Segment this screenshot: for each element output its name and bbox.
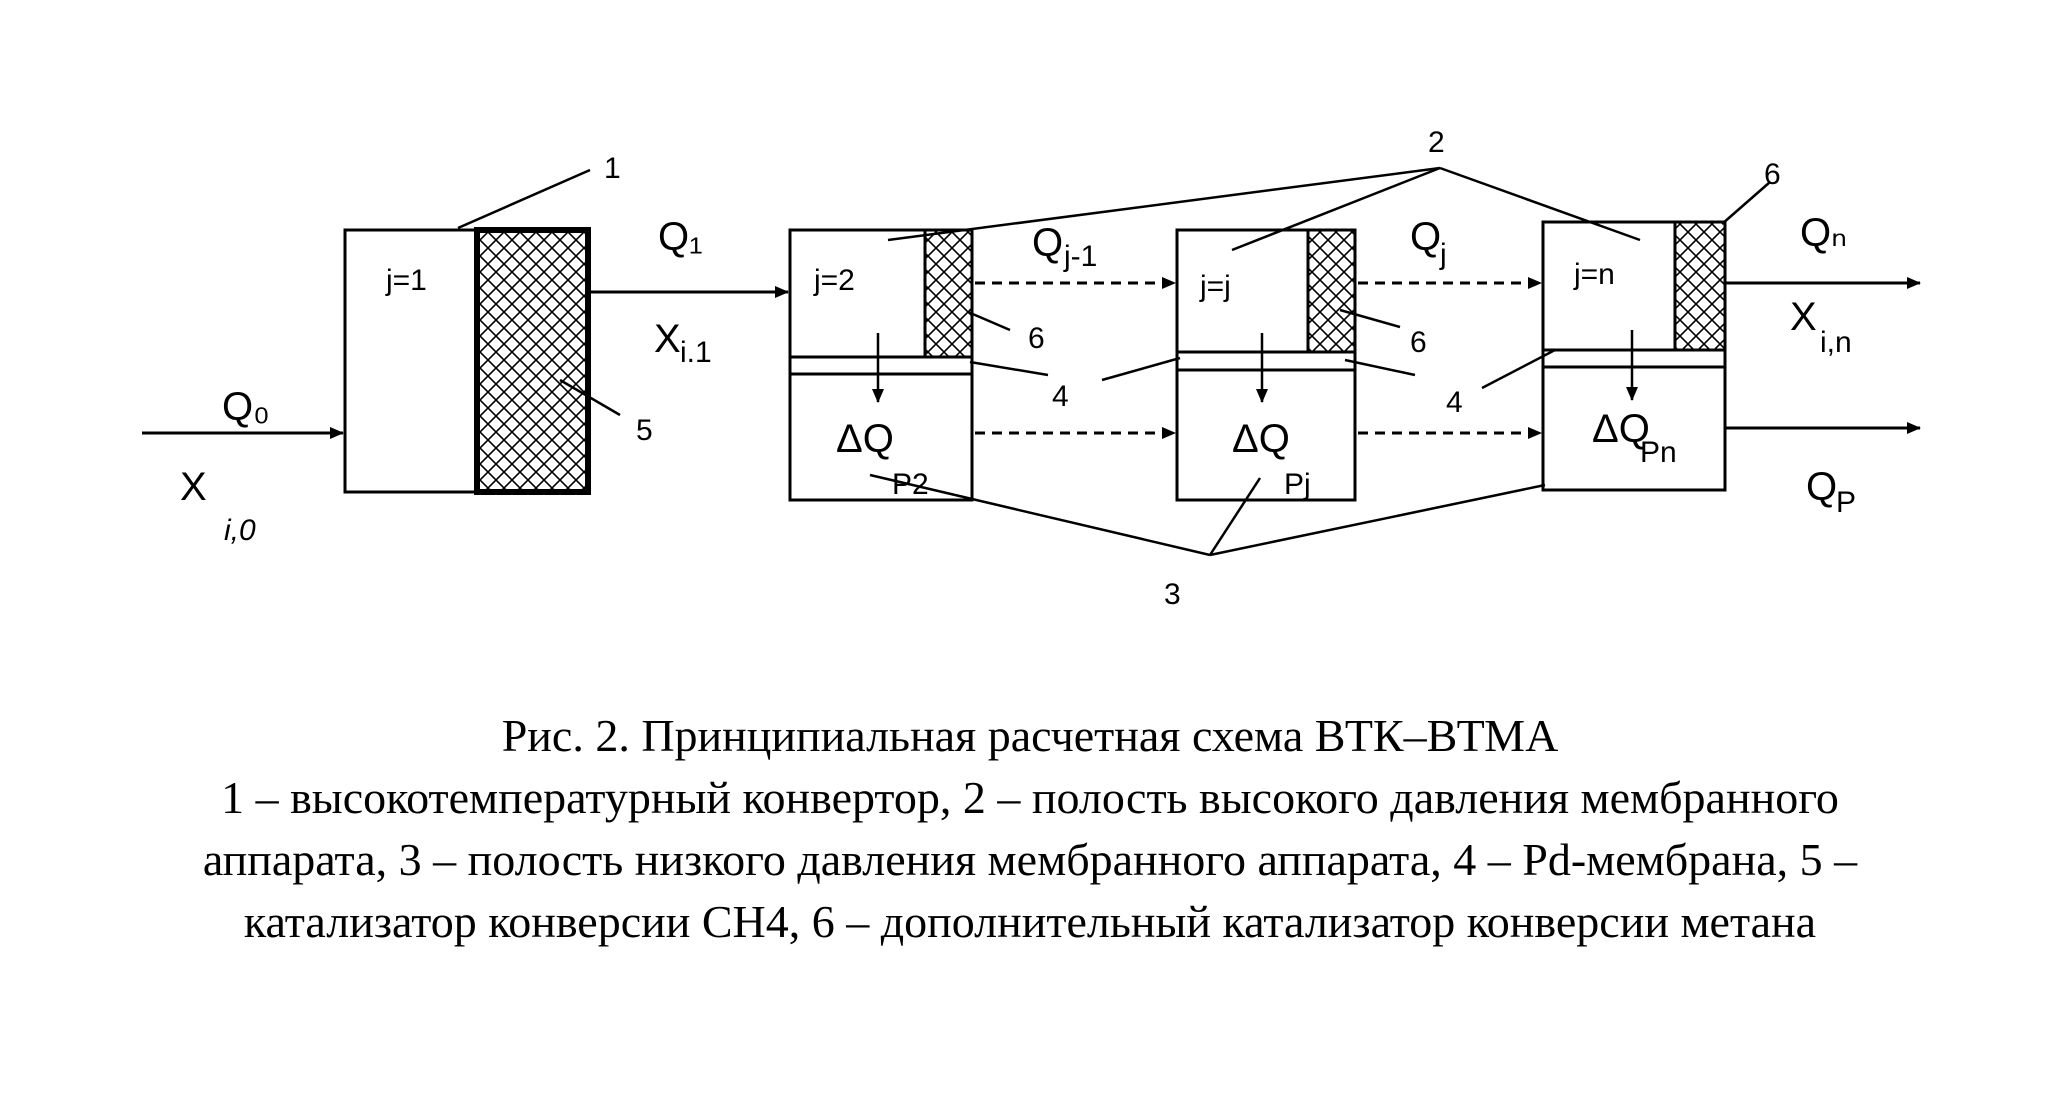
callout-1: 1 bbox=[604, 152, 621, 185]
x1-sub: i.1 bbox=[680, 336, 712, 369]
membrane-block-n: j=n ΔQ Pn bbox=[1541, 220, 1727, 492]
q0-label: Q₀ bbox=[222, 385, 270, 429]
block-n-label: j=n bbox=[1573, 258, 1615, 291]
catalyst-6-block-j bbox=[1306, 228, 1357, 354]
qj1-sub: j-1 bbox=[1063, 240, 1097, 273]
qn-label: Qₙ bbox=[1800, 211, 1847, 255]
callout-4-right: 4 bbox=[1446, 386, 1463, 419]
caption-line-2: аппарата, 3 – полость низкого давления м… bbox=[202, 834, 1858, 885]
xn-sub: i,n bbox=[1820, 326, 1852, 359]
membrane-block-j: j=j ΔQ Pj bbox=[1175, 228, 1357, 502]
block-j-label: j=j bbox=[1199, 270, 1231, 303]
callout-6-block-j: 6 bbox=[1410, 326, 1427, 359]
figure-caption: Рис. 2. Принципиальная расчетная схема В… bbox=[0, 705, 2060, 953]
callout-leaders bbox=[457, 166, 1771, 557]
q1-label: Q₁ bbox=[658, 215, 703, 259]
x1-label: X bbox=[654, 317, 681, 361]
block-n-low-label: ΔQ bbox=[1592, 407, 1650, 451]
block-n-low-sub: Pn bbox=[1640, 436, 1677, 469]
callout-6-block-2: 6 bbox=[1028, 322, 1045, 355]
callout-3: 3 bbox=[1164, 578, 1181, 611]
catalyst-6-block-n bbox=[1673, 220, 1727, 352]
caption-line-3: катализатор конверсии CH4, 6 – дополните… bbox=[243, 896, 1817, 947]
xn-label: X bbox=[1790, 295, 1817, 339]
qj1-label: Q bbox=[1032, 221, 1063, 265]
callout-2: 2 bbox=[1428, 126, 1445, 159]
block-1-label: j=1 bbox=[385, 264, 427, 297]
catalyst-6-block-2 bbox=[923, 228, 974, 359]
caption-title: Рис. 2. Принципиальная расчетная схема В… bbox=[501, 710, 1559, 761]
callout-5: 5 bbox=[636, 414, 653, 447]
caption-line-1: 1 – высокотемпературный конвертор, 2 – п… bbox=[221, 772, 1839, 823]
membrane-reactor-scheme: j=1 j=2 ΔQ P2 j=j ΔQ Pj j=n ΔQ Pn bbox=[142, 126, 1921, 611]
qj-label: Q bbox=[1410, 215, 1441, 259]
catalyst-5 bbox=[475, 228, 590, 494]
qj-sub: j bbox=[1439, 238, 1447, 271]
qp-sub: P bbox=[1836, 486, 1856, 519]
block-j-low-sub: Pj bbox=[1284, 468, 1311, 501]
block-j-low-label: ΔQ bbox=[1232, 417, 1290, 461]
block-2-label: j=2 bbox=[813, 264, 855, 297]
callout-4-left: 4 bbox=[1052, 380, 1069, 413]
membrane-block-2: j=2 ΔQ P2 bbox=[788, 228, 974, 502]
x0-label: X bbox=[180, 465, 207, 509]
x0-sub: i,0 bbox=[224, 514, 256, 547]
block-2-low-label: ΔQ bbox=[836, 417, 894, 461]
converter-block-1: j=1 bbox=[343, 227, 591, 495]
callout-6-block-n: 6 bbox=[1764, 158, 1781, 191]
qp-label: Q bbox=[1806, 465, 1837, 509]
